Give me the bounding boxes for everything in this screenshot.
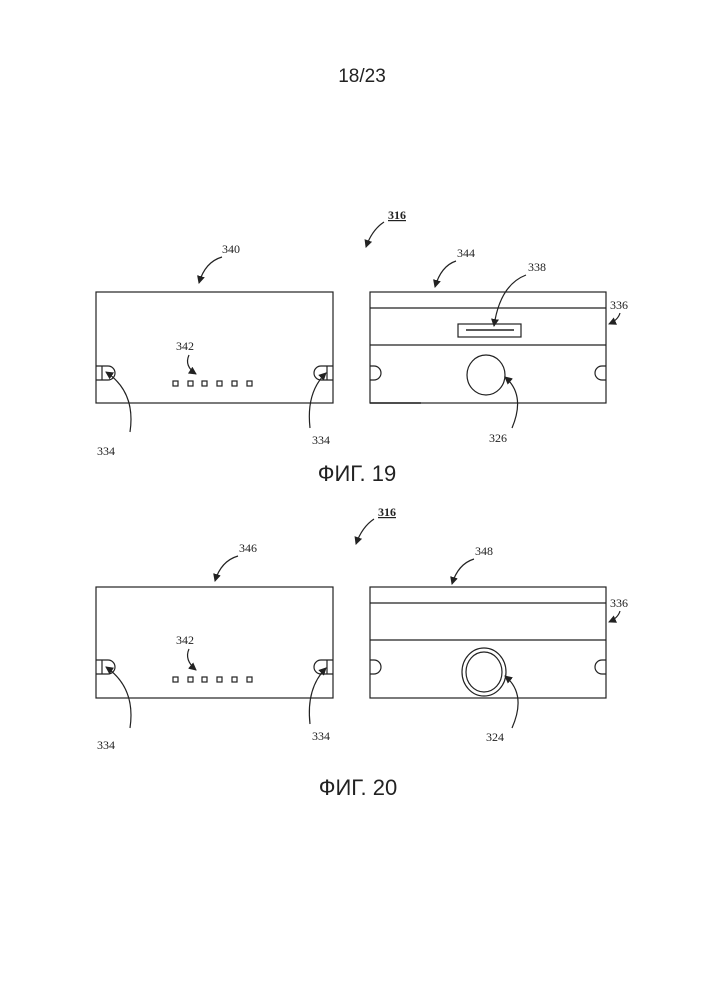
led-ref-label: 342: [176, 339, 194, 353]
figure-caption: ФИГ. 19: [318, 461, 396, 486]
button-ref-label: 326: [489, 431, 507, 445]
device-body: [370, 587, 606, 698]
clip-right-ref-label: 334: [312, 729, 330, 743]
clip-right-leader: [309, 668, 326, 724]
slot-ref-arrow: [494, 275, 526, 326]
rail-ref-label: 336: [610, 298, 628, 312]
rail-ref-arrow: [609, 313, 620, 324]
device-body: [96, 587, 333, 698]
led-indicator: [173, 677, 178, 682]
led-indicator: [188, 677, 193, 682]
clip-right: [595, 660, 606, 674]
assembly-ref-fig19: 316: [388, 208, 406, 222]
assembly-arrow-fig20: [356, 519, 374, 544]
clip-left-ref-label: 334: [97, 738, 115, 752]
led-indicator: [217, 677, 222, 682]
ring-button-outer: [462, 648, 506, 696]
clip-right: [595, 366, 606, 380]
figure-20: 316 346 342 334 334: [96, 505, 628, 800]
led-indicator: [247, 677, 252, 682]
clip-right: [314, 366, 333, 380]
rail-ref-arrow: [609, 611, 620, 622]
led-ref-arrow: [188, 649, 196, 670]
clip-left: [370, 660, 381, 674]
device-ref-label: 340: [222, 242, 240, 256]
led-indicator-row: [173, 677, 252, 682]
led-indicator: [202, 677, 207, 682]
led-indicator: [232, 381, 237, 386]
device-ref-label: 348: [475, 544, 493, 558]
device-body: [96, 292, 333, 403]
device-ref-arrow: [435, 261, 456, 287]
led-indicator: [188, 381, 193, 386]
device-ref-arrow: [215, 556, 238, 581]
round-button: [467, 355, 505, 395]
device-ref-label: 346: [239, 541, 257, 555]
figure-caption: ФИГ. 20: [319, 775, 397, 800]
ring-button-inner: [466, 652, 502, 692]
device-ref-arrow: [199, 257, 222, 283]
led-indicator: [232, 677, 237, 682]
clip-left: [370, 366, 381, 380]
clip-left: [96, 366, 115, 380]
left-device-fig20: 346 342 334 334: [96, 541, 333, 752]
led-indicator: [173, 381, 178, 386]
device-body: [370, 292, 606, 403]
assembly-ref-fig20: 316: [378, 505, 396, 519]
button-ref-arrow: [505, 676, 518, 728]
page-number: 18/23: [338, 66, 386, 87]
led-indicator: [247, 381, 252, 386]
led-indicator-row: [173, 381, 252, 386]
right-device-fig20: 348 336 324: [370, 544, 628, 744]
device-ref-label: 344: [457, 246, 475, 260]
led-indicator: [202, 381, 207, 386]
clip-right: [314, 660, 333, 674]
led-ref-arrow: [188, 355, 196, 374]
clip-left-ref-label: 334: [97, 444, 115, 458]
device-ref-arrow: [452, 559, 474, 584]
rail-ref-label: 336: [610, 596, 628, 610]
clip-right-ref-label: 334: [312, 433, 330, 447]
left-device-fig19: 340 342 334 334: [96, 242, 333, 458]
clip-left-leader: [106, 372, 131, 432]
assembly-arrow-fig19: [366, 222, 384, 247]
figure-19: 316 340 342: [96, 208, 628, 486]
slot-ref-label: 338: [528, 260, 546, 274]
led-indicator: [217, 381, 222, 386]
clip-right-leader: [309, 373, 326, 428]
button-ref-label: 324: [486, 730, 504, 744]
led-ref-label: 342: [176, 633, 194, 647]
right-device-fig19: 338 344 336 326: [370, 246, 628, 445]
